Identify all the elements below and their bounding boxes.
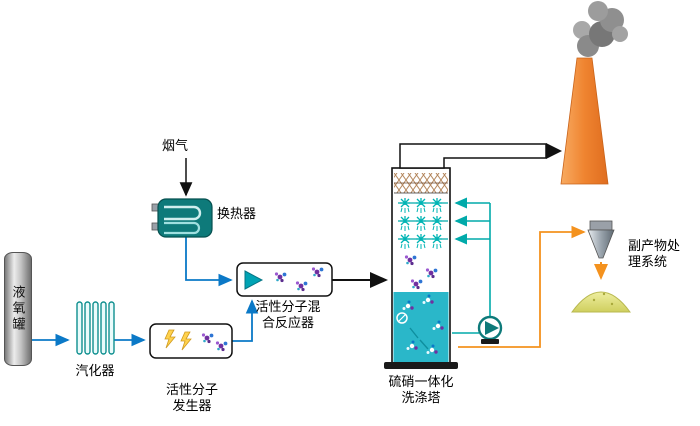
- scrubbing-tower: [384, 167, 458, 369]
- pile-speckles: [592, 292, 614, 306]
- reactor-label: 活性分子混 合反应器: [255, 299, 321, 330]
- flue-gas-label: 烟气: [162, 138, 189, 153]
- heat-exchanger-label: 换热器: [217, 206, 257, 221]
- circulation-pipes: [452, 197, 491, 334]
- venturi-nozzle-icon: [244, 270, 264, 290]
- byproduct-pipe: [458, 225, 586, 348]
- circulation-pump: [477, 315, 503, 344]
- smoke-plume: [573, 1, 628, 57]
- chimney-stack: [560, 57, 609, 185]
- tank-label: 液氧罐: [10, 285, 26, 333]
- byproduct-funnel: [587, 220, 615, 259]
- generator-label: 活性分子 发生器: [165, 382, 218, 413]
- tower-label: 硫硝一体化 洗涤塔: [388, 374, 454, 405]
- byproduct-pile: [571, 291, 631, 313]
- oxygen-flow-pipes: [30, 236, 259, 347]
- byproduct-label: 副产物处 理系统: [628, 238, 681, 269]
- tower-liquid: [393, 292, 449, 362]
- vaporizer-label: 汽化器: [75, 363, 115, 378]
- active-molecule-generator: [149, 323, 233, 359]
- bubble-icon: [396, 312, 408, 324]
- liquid-oxygen-tank: 液氧罐: [4, 252, 32, 366]
- heat-exchanger: [151, 198, 213, 238]
- tower-base: [384, 362, 458, 369]
- tower-outlet-duct: [399, 143, 547, 169]
- vaporizer: [76, 301, 115, 355]
- duct-arrow-icon: [546, 143, 562, 159]
- mixing-reactor: [236, 262, 333, 297]
